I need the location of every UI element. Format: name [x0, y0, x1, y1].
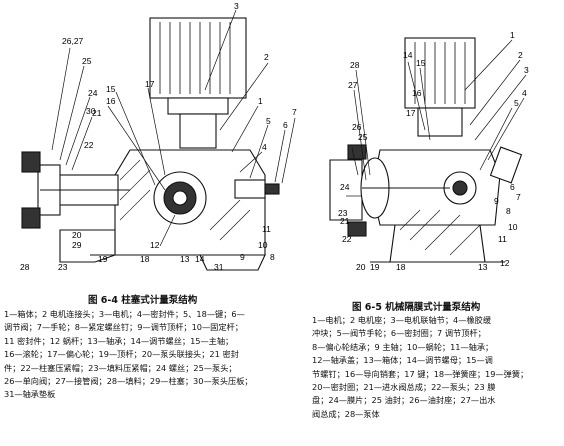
callout-number: 2 [264, 52, 269, 62]
callout-number: 17 [145, 79, 155, 89]
callout-number: 2 [518, 50, 523, 60]
legend-line: 1—电机；2 电机座；3—电机联轴节；4—橡胶缓 [312, 315, 492, 325]
legend-line: 11 密封件；12 蜗杆；13—轴承；14—调节螺丝；15—主轴； [4, 335, 234, 346]
motor-flange [167, 97, 229, 115]
callout-number: 6 [283, 120, 288, 130]
callout-number: 6 [510, 182, 515, 192]
callout-number: 18 [140, 254, 150, 264]
callout-number: 25 [358, 132, 368, 142]
callout-number: 24 [340, 182, 350, 192]
callout-number: 5 [514, 98, 519, 108]
callout-number: 15 [106, 84, 116, 94]
legend-line: 阀总成；28—泵体 [312, 408, 380, 419]
callout-number: 21 [340, 216, 350, 226]
callout-number: 16 [412, 88, 422, 98]
callout-number: 14 [195, 254, 205, 264]
callout-number: 22 [342, 234, 352, 244]
callout-number: 12 [150, 240, 160, 250]
legend-line: 8—偏心轮结承；9 主轴；10—蜗轮；11—轴承； [312, 341, 494, 352]
legend-line: 16—滚轮；17—偏心轮；19—顶杆；20—泵头联接头；21 密封 [4, 349, 239, 360]
callout-number: 9 [494, 196, 499, 206]
callout-number: 10 [508, 222, 518, 232]
callout-number: 16 [106, 96, 116, 106]
callout-number: 30 [86, 106, 96, 116]
legend-line: 件；22—柱塞压紧帽；23—填料压紧帽；24 螺丝；25—泵头； [4, 362, 237, 373]
legend-line: 1—箱体；2 电机连接头；3—电机；4—密封件；5、18—键；6— [4, 309, 245, 319]
callout-number: 10 [258, 240, 268, 250]
callout-number: 1 [258, 96, 263, 106]
callout-number: 21 [92, 108, 102, 118]
callout-number: 17 [406, 108, 416, 118]
callout-number: 7 [292, 107, 297, 117]
diaphragm-pump-drawing: 1234567891011121314151617181920212223242… [329, 30, 529, 272]
legend-line: 节螺钉；16—导向销套；17 键；18—弹簧座；19—弹簧； [312, 368, 529, 379]
callout-number: 23 [338, 208, 348, 218]
motor-body [404, 37, 476, 109]
callout-number: 20 [72, 230, 82, 240]
callout-number: 20 [356, 262, 366, 272]
legend-line: 20—密封圈；21—进水阀总成；22—泵头；23 膜 [312, 382, 496, 393]
callout-number: 26 [352, 122, 362, 132]
callout-number: 8 [270, 252, 275, 262]
callout-number: 31 [214, 262, 224, 272]
callout-number: 19 [370, 262, 380, 272]
callout-number: 4 [522, 88, 527, 98]
callout-number: 22 [84, 140, 94, 150]
motor-body [149, 17, 247, 99]
callout-number: 14 [403, 50, 413, 60]
pump-head [329, 159, 363, 221]
callout-number: 7 [516, 192, 521, 202]
callout-number: 8 [506, 206, 511, 216]
callout-number: 12 [500, 258, 510, 268]
callout-number: 27 [348, 80, 358, 90]
callout-number: 24 [88, 88, 98, 98]
callout-number: 3 [524, 65, 529, 75]
legend-line: 冲块；5—阀节手轮；6—密封圈；7 调节顶杆； [312, 328, 486, 339]
plunger-pump-legend: 1—箱体；2 电机连接头；3—电机；4—密封件；5、18—键；6— 调节阀；7—手… [4, 308, 253, 402]
callout-number: 13 [180, 254, 190, 264]
plunger-pump-caption: 图 6-4 柱塞式计量泵结构 [88, 295, 198, 306]
callout-number: 11 [498, 234, 507, 244]
diaphragm-pump-caption: 图 6-5 机械隔膜式计量泵结构 [352, 302, 481, 313]
callout-number: 29 [72, 240, 82, 250]
callout-number: 13 [478, 262, 488, 272]
callout-number: 28 [20, 262, 30, 272]
callout-number: 4 [262, 142, 267, 152]
motor-connector [179, 113, 217, 149]
callout-number: 19 [98, 254, 108, 264]
legend-line: 调节阀；7—手轮；8—紧定螺丝钉；9—调节顶杆；10—固定杆； [4, 322, 243, 333]
callout-number: 15 [416, 58, 426, 68]
legend-line: 盘；24—膜片；25 油封；26—油封座；27—出水 [312, 395, 496, 406]
callout-number: 18 [396, 262, 406, 272]
diaphragm-pump-legend: 1—电机；2 电机座；3—电机联轴节；4—橡胶缓冲块；5—阀节手轮；6—密封圈；… [312, 314, 528, 421]
legend-line: 26—单向阀；27—接管阀；28—填料；29—柱塞；30—泵头压板； [4, 376, 253, 387]
callout-number: 5 [266, 116, 271, 126]
legend-line: 12—轴承盖；13—箱体；14—调节螺母；15—调 [312, 355, 493, 366]
callout-number: 1 [510, 30, 515, 40]
callout-number: 28 [350, 60, 360, 70]
callout-number: 26,27 [62, 36, 84, 46]
legend-line: 31—轴承垫板 [4, 389, 56, 400]
callout-number: 25 [82, 56, 92, 66]
callout-number: 9 [240, 252, 245, 262]
callout-number: 11 [262, 224, 271, 234]
callout-number: 23 [58, 262, 68, 272]
callout-number: 3 [234, 1, 239, 11]
